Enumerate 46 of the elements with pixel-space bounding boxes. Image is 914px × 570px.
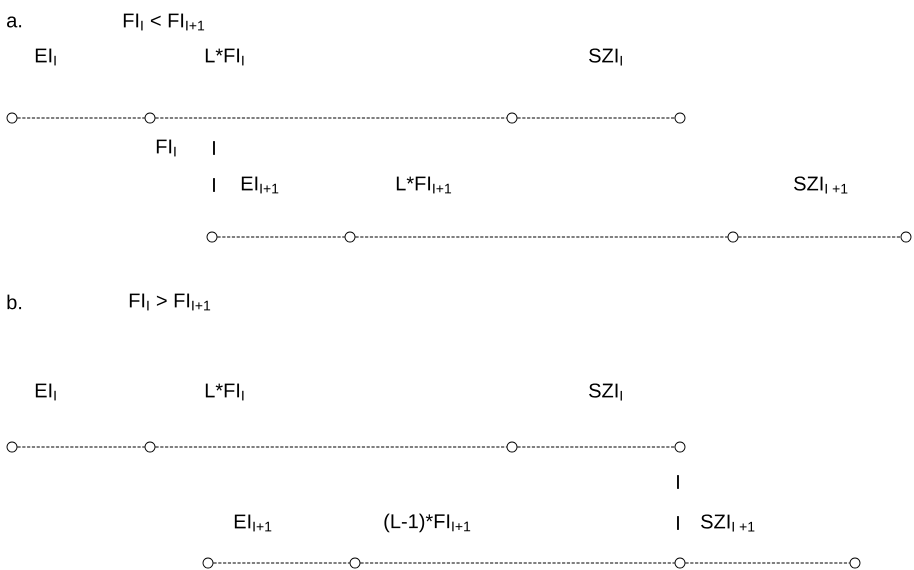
timeline-point	[206, 232, 218, 242]
timeline-segment	[517, 446, 675, 448]
formula-label: (L-1)*FI$_{I+1}$	[384, 514, 470, 532]
formula-label: EI$_{I}$	[36, 384, 56, 400]
timeline-point	[728, 232, 738, 242]
formula-label: EI$_{I}$	[36, 48, 56, 66]
panel-label: b.	[8, 294, 22, 310]
timeline-point	[900, 232, 912, 242]
formula-label: SZI$_{I}$	[589, 383, 622, 401]
formula-label: SZI$_{I +1}$	[701, 514, 754, 532]
timeline-point	[850, 558, 860, 568]
timeline-segment	[155, 446, 507, 448]
timeline-segment	[17, 446, 145, 448]
timeline-point	[202, 558, 214, 568]
timeline-point	[506, 112, 518, 124]
timeline-point	[344, 232, 356, 242]
timeline-point	[674, 442, 686, 452]
timeline-point	[144, 112, 156, 124]
formula-label: L*FI$_{I}$	[206, 48, 244, 66]
separator-mark: I	[677, 516, 679, 530]
timeline-segment	[360, 562, 675, 564]
panel-label: a.	[7, 16, 22, 28]
formula-label: EI$_{I+1}$	[234, 514, 272, 532]
formula-label: FI$_{I}$ > FI$_{I+1}$	[130, 294, 210, 310]
separator-mark: I	[213, 141, 215, 155]
timeline-point	[6, 112, 18, 124]
formula-label: L*FI$_{I+1}$	[396, 176, 452, 194]
timeline-segment	[217, 236, 345, 238]
timeline-segment	[355, 236, 728, 238]
formula-label: FI$_{I}$	[156, 140, 176, 156]
formula-label: SZI$_{I}$	[589, 48, 622, 66]
timeline-point	[674, 558, 686, 568]
formula-label: L*FI$_{I}$	[206, 384, 244, 400]
formula-label: EI$_{I+1}$	[242, 176, 278, 194]
formula-label: FI$_{I}$ < FI$_{I+1}$	[124, 14, 204, 30]
timeline-point	[6, 442, 18, 452]
timeline-point	[350, 558, 360, 568]
timeline-segment	[738, 236, 901, 238]
formula-label: SZI$_{I +1}$	[794, 176, 848, 194]
separator-mark: I	[677, 475, 679, 489]
separator-mark: I	[213, 178, 215, 192]
timeline-point	[144, 442, 156, 452]
timeline-point	[674, 112, 686, 124]
timeline-point	[506, 442, 518, 452]
timeline-segment	[685, 562, 850, 564]
timeline-segment	[213, 562, 350, 564]
